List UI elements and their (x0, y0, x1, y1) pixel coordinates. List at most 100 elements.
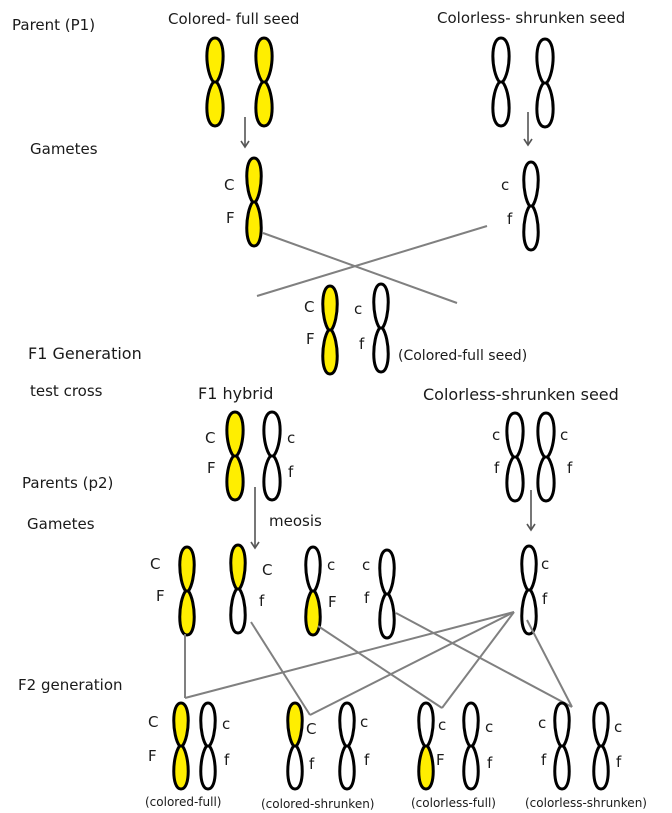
gene-label: f (507, 210, 513, 228)
chromosome-arm-top (462, 701, 480, 748)
gene-label: c (485, 718, 494, 736)
gene-label: C (224, 176, 235, 194)
gene-label: C (262, 561, 273, 579)
arrow-down-icon (526, 523, 536, 532)
test-cross-left-title: F1 hybrid (198, 384, 274, 403)
chromosome-arm-top (199, 701, 217, 748)
gene-label: f (487, 754, 493, 772)
gene-label: C (306, 720, 317, 738)
gene-label: f (542, 590, 548, 608)
connector-line (184, 611, 515, 699)
gene-label: c (492, 426, 501, 444)
arrow-down-icon (240, 140, 250, 149)
chromosome-arm-bottom (178, 589, 196, 637)
gene-label: c (222, 715, 231, 733)
chromosome-arm-bottom (491, 80, 511, 128)
chromosome-arm-top (520, 544, 538, 592)
gene-label: f (364, 751, 370, 769)
f2-phenotype: (colorless-full) (411, 796, 496, 810)
chromosome-arm-bottom (254, 80, 274, 128)
gene-label: F (207, 459, 216, 477)
chromosome-arm-top (262, 410, 282, 458)
gene-label: c (360, 713, 369, 731)
arrow-down-icon (250, 541, 260, 550)
gene-label: F (306, 330, 315, 348)
test-cross-right-title: Colorless-shrunken seed (423, 385, 619, 404)
connector-line (262, 232, 458, 304)
gene-label: F (156, 587, 165, 605)
gene-label: c (541, 555, 550, 573)
chromosome-arm-top (254, 36, 274, 84)
chromosome-arm-bottom (229, 587, 247, 635)
chromosome-arm-top (491, 36, 511, 84)
connector-line (317, 625, 443, 709)
chromosome-arm-bottom (205, 80, 225, 128)
connector-line (441, 611, 515, 709)
connector-line (256, 225, 488, 297)
label-gametes-1: Gametes (30, 140, 98, 158)
connector-line (526, 619, 573, 708)
gene-label: f (541, 751, 547, 769)
gene-label: C (304, 298, 315, 316)
chromosome-arm-bottom (262, 454, 282, 502)
gene-label: f (309, 755, 315, 773)
connector-line (250, 621, 311, 716)
f2-phenotype: (colorless-shrunken) (525, 796, 647, 810)
gene-label: f (224, 751, 230, 769)
gene-label: F (436, 751, 445, 769)
label-f2-generation: F2 generation (18, 676, 123, 694)
label-f1-generation: F1 Generation (28, 344, 142, 363)
chromosome-arm-top (286, 701, 304, 748)
chromosome-arm-top (522, 160, 540, 208)
chromosome-arm-bottom (199, 744, 217, 791)
f2-phenotype: (colored-full) (145, 795, 222, 809)
chromosome-arm-top (417, 701, 435, 748)
chromosome-arm-top (172, 701, 190, 748)
chromosome-arm-bottom (520, 588, 538, 636)
gene-label: f (359, 335, 365, 353)
chromosome-arm-top (178, 545, 196, 593)
chromosome-arm-bottom (286, 744, 304, 791)
gene-label: c (438, 716, 447, 734)
chromosome-arm-bottom (172, 744, 190, 791)
chromosome-arm-top (229, 543, 247, 591)
chromosome-arm-top (592, 701, 610, 748)
gene-label: F (226, 209, 235, 227)
chromosome-arm-top (245, 156, 263, 204)
chromosome-arm-bottom (372, 326, 390, 374)
gene-label: f (494, 459, 500, 477)
chromosome-arm-top (553, 701, 571, 748)
chromosome-arm-top (225, 410, 245, 458)
f1-phenotype: (Colored-full seed) (398, 348, 528, 364)
chromosome-arm-bottom (553, 744, 571, 791)
label-gametes-2: Gametes (27, 515, 95, 533)
gene-label: F (148, 747, 157, 765)
gene-label: F (328, 593, 337, 611)
gene-label: C (148, 713, 159, 731)
connector-line (309, 611, 515, 716)
chromosome-arm-bottom (535, 81, 555, 129)
chromosome-arm-top (535, 37, 555, 85)
p1-left-parent-title: Colored- full seed (168, 10, 300, 28)
gene-label: c (354, 300, 363, 318)
chromosome-arm-bottom (505, 455, 525, 503)
chromosome-arm-bottom (304, 589, 322, 637)
chromosome-arm-bottom (536, 455, 556, 503)
gene-label: f (567, 459, 573, 477)
gene-label: f (364, 589, 370, 607)
gene-label: C (150, 555, 161, 573)
chromosome-arm-top (505, 411, 525, 459)
p1-right-parent-title: Colorless- shrunken seed (437, 9, 626, 27)
chromosome-arm-bottom (245, 200, 263, 248)
gene-label: c (287, 429, 296, 447)
chromosome-arm-bottom (522, 204, 540, 252)
label-parents-p2: Parents (p2) (22, 474, 114, 492)
chromosome-arm-bottom (378, 592, 396, 640)
gene-label: f (616, 753, 622, 771)
gene-label: f (259, 592, 265, 610)
chromosome-arm-bottom (462, 744, 480, 791)
meiosis-label: meosis (269, 512, 322, 530)
chromosome-arm-bottom (338, 744, 356, 791)
gene-label: c (327, 556, 336, 574)
chromosome-arm-bottom (592, 744, 610, 791)
